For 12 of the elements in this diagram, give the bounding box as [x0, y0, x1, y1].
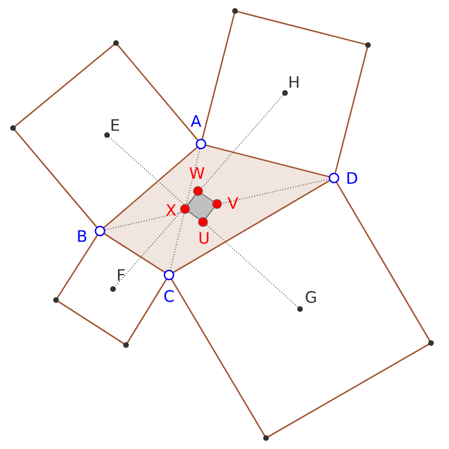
- point-label: E: [112, 119, 119, 131]
- point-label: V: [228, 197, 238, 209]
- point-label: F: [118, 269, 125, 281]
- point-label: A: [190, 115, 202, 127]
- point-label: H: [290, 76, 298, 88]
- point-label: D: [347, 172, 358, 184]
- point-label: W: [190, 167, 204, 179]
- point-label: B: [78, 230, 86, 242]
- point-label: G: [306, 291, 316, 303]
- point-label: C: [164, 290, 174, 302]
- point-label: U: [200, 232, 208, 244]
- point-label: X: [166, 204, 176, 216]
